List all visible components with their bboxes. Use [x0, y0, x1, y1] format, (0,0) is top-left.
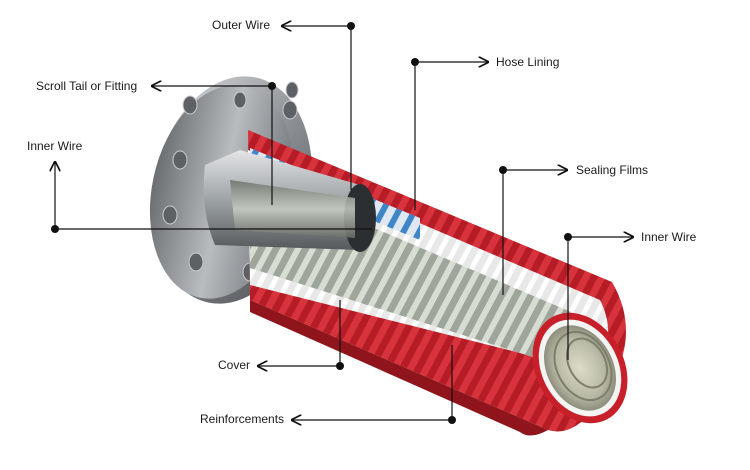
- label-cover: Cover: [218, 358, 251, 372]
- dot-inner-wire-left: [51, 225, 59, 233]
- dot-inner-wire-right: [564, 233, 572, 241]
- label-inner-wire-left: Inner Wire: [27, 139, 83, 153]
- dot-reinforcements: [448, 416, 456, 424]
- dot-scroll-tail: [268, 82, 276, 90]
- label-scroll-tail: Scroll Tail or Fitting: [36, 79, 138, 93]
- label-reinforcements: Reinforcements: [200, 412, 285, 426]
- dot-outer-wire: [347, 22, 355, 30]
- label-hose-lining: Hose Lining: [496, 55, 560, 69]
- callout-hose-lining: [414, 62, 488, 210]
- dot-cover: [336, 362, 344, 370]
- dot-hose-lining: [411, 58, 419, 66]
- label-inner-wire-right: Inner Wire: [641, 230, 697, 244]
- label-outer-wire: Outer Wire: [212, 18, 271, 32]
- dot-sealing-films: [499, 166, 507, 174]
- callout-dots: [51, 22, 572, 424]
- label-sealing-films: Sealing Films: [576, 163, 649, 177]
- hose-body: [203, 130, 628, 436]
